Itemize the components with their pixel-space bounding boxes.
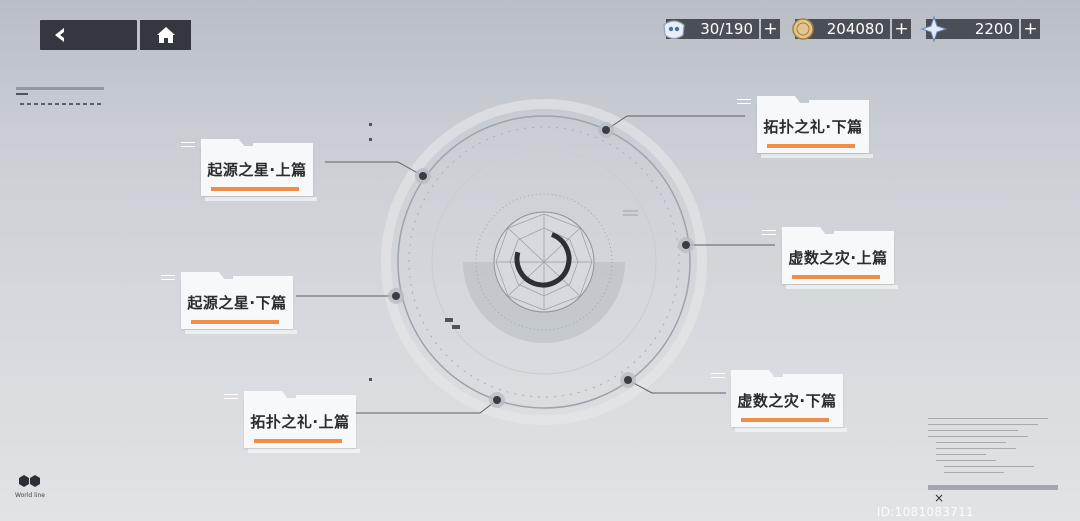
card-shadow [786, 285, 898, 289]
close-icon[interactable]: × [934, 491, 945, 505]
card-tab [181, 272, 225, 280]
card-tab-line [809, 100, 869, 103]
chapter-accent-bar [191, 320, 279, 324]
chapter-card-topology-1[interactable]: 拓扑之礼·上篇 [224, 391, 360, 453]
world-line-label: World line [15, 492, 45, 499]
card-tab-line [783, 374, 843, 377]
chapter-title: 起源之星·上篇 [207, 160, 307, 179]
card-tab-line [233, 276, 293, 279]
card-tab [757, 96, 801, 104]
card-tab-line [253, 143, 313, 146]
chapter-card-origin-star-2[interactable]: 起源之星·下篇 [161, 272, 297, 334]
card-tab [782, 227, 826, 235]
card-tick-marks [224, 394, 238, 399]
world-line-icon [19, 475, 40, 487]
card-tick-marks [161, 275, 175, 280]
world-line-button[interactable]: World line [14, 472, 46, 499]
card-tab [201, 139, 245, 147]
chapter-card-origin-star-1[interactable]: 起源之星·上篇 [181, 139, 317, 201]
card-tab-line [834, 231, 894, 234]
card-tick-marks [762, 230, 776, 235]
home-button[interactable] [140, 20, 191, 50]
chapter-card-topology-2[interactable]: 拓扑之礼·下篇 [737, 96, 873, 158]
crystal-counter: 2200 + [920, 15, 1040, 43]
user-id: ID:1081083711 [876, 505, 974, 519]
crystal-value: 2200 [926, 19, 1019, 39]
chapter-title: 拓扑之礼·上篇 [250, 412, 350, 431]
add-stamina-button[interactable]: + [761, 19, 780, 39]
chapter-accent-bar [254, 439, 342, 443]
chapter-title: 虚数之灾·上篇 [788, 248, 888, 267]
card-shadow [185, 330, 297, 334]
stamina-counter: 30/190 + [663, 19, 780, 40]
card-tab [731, 370, 775, 378]
card-shadow [248, 449, 360, 453]
home-icon [156, 27, 175, 43]
add-crystal-button[interactable]: + [1021, 19, 1040, 39]
coin-value: 204080 [795, 19, 890, 39]
chapter-accent-bar [211, 187, 299, 191]
stamina-icon [663, 20, 685, 40]
card-tick-marks [181, 142, 195, 147]
chapter-accent-bar [792, 275, 880, 279]
card-tick-marks [737, 99, 751, 104]
card-shadow [735, 428, 847, 432]
card-tab [244, 391, 288, 399]
chapter-title: 起源之星·下篇 [187, 293, 287, 312]
back-button[interactable] [40, 20, 137, 50]
chapter-title: 拓扑之礼·下篇 [763, 117, 863, 136]
coin-icon [792, 18, 814, 40]
chapter-title: 虚数之灾·下篇 [737, 391, 837, 410]
chapter-card-imaginary-1[interactable]: 虚数之灾·上篇 [762, 227, 898, 289]
chapter-card-imaginary-2[interactable]: 虚数之灾·下篇 [711, 370, 847, 432]
card-shadow [761, 154, 873, 158]
back-arrow-icon [55, 28, 64, 42]
coin-counter: 204080 + [792, 18, 911, 40]
add-coin-button[interactable]: + [892, 19, 911, 39]
card-shadow [205, 197, 317, 201]
chapter-accent-bar [767, 144, 855, 148]
crystal-icon [920, 15, 948, 43]
chapter-accent-bar [741, 418, 829, 422]
card-tab-line [296, 395, 356, 398]
stamina-value: 30/190 [666, 19, 759, 39]
card-tick-marks [711, 373, 725, 378]
